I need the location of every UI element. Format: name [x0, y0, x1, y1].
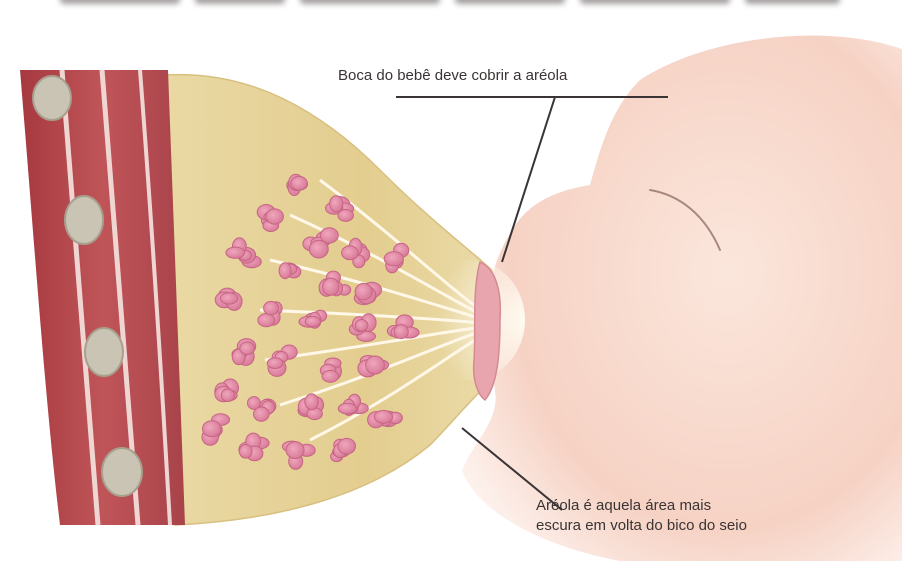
gland-lobule: [279, 263, 291, 279]
gland-lobule: [338, 403, 356, 414]
areola-label-line-1: Aréola é aquela área mais: [536, 496, 747, 516]
gland-lobule: [330, 196, 343, 212]
gland-lobule: [258, 314, 275, 327]
gland-lobule: [264, 301, 279, 314]
gland-lobule: [338, 210, 354, 222]
gland-lobule: [355, 320, 368, 332]
gland-lobule: [203, 421, 221, 437]
gland-lobule: [366, 356, 385, 374]
gland-lobule: [338, 438, 356, 454]
gland-lobule: [253, 407, 269, 421]
gland-lobule: [322, 370, 339, 382]
gland-lobule: [226, 247, 245, 258]
gland-lobule: [320, 228, 338, 243]
areola-label-line-2: escura em volta do bico do seio: [536, 516, 747, 536]
chest-muscle: [20, 70, 185, 525]
gland-lobule: [305, 316, 320, 326]
gland-lobule: [309, 240, 328, 258]
gland-lobule: [240, 342, 255, 355]
areola-definition-label: Aréola é aquela área mais escura em volt…: [536, 496, 747, 536]
gland-lobule: [239, 445, 252, 459]
gland-lobule: [374, 410, 392, 423]
gland-lobule: [355, 283, 372, 300]
gland-lobule: [323, 278, 339, 295]
gland-lobule: [286, 442, 304, 459]
gland-lobule: [384, 252, 403, 266]
gland-lobule: [267, 358, 283, 369]
gland-lobule: [220, 293, 237, 304]
gland-lobule: [266, 209, 283, 224]
gland-lobule: [342, 246, 359, 260]
gland-lobule: [291, 176, 307, 190]
mouth-coverage-label: Boca do bebê deve cobrir a aréola: [338, 66, 567, 86]
gland-lobule: [394, 325, 408, 339]
gland-lobule: [305, 394, 319, 410]
gland-lobule: [221, 389, 234, 402]
